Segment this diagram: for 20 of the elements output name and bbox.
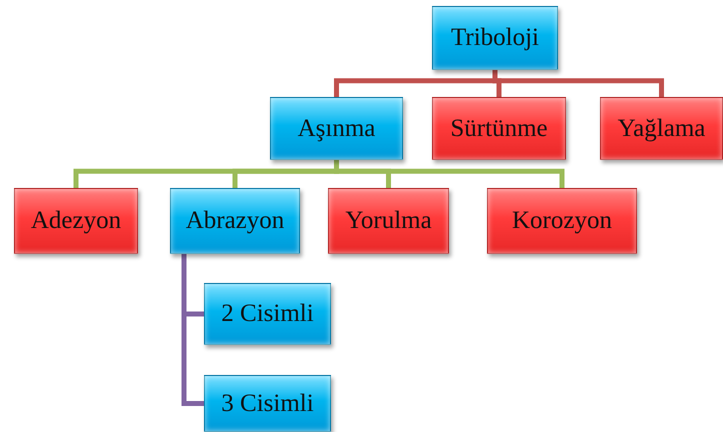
process-box [432, 97, 566, 160]
box-label: Abrazyon [186, 207, 284, 235]
process-box [204, 375, 331, 432]
box-label: 3 Cisimli [221, 390, 314, 418]
box-label: Yorulma [345, 207, 432, 235]
process-box [328, 188, 449, 254]
box-label: Triboloji [450, 24, 539, 52]
process-box [14, 188, 138, 254]
box-label: Yağlama [618, 114, 706, 142]
process-box [432, 6, 558, 70]
process-box [600, 97, 723, 160]
box-label: Korozyon [512, 207, 612, 235]
process-box [170, 188, 300, 254]
box-label: Adezyon [30, 207, 122, 235]
process-box [270, 97, 403, 160]
process-box [487, 188, 637, 254]
box-label: Sürtünme [450, 114, 548, 142]
box-label: Aşınma [298, 114, 376, 142]
process-box [204, 283, 331, 345]
box-label: 2 Cisimli [221, 300, 314, 328]
